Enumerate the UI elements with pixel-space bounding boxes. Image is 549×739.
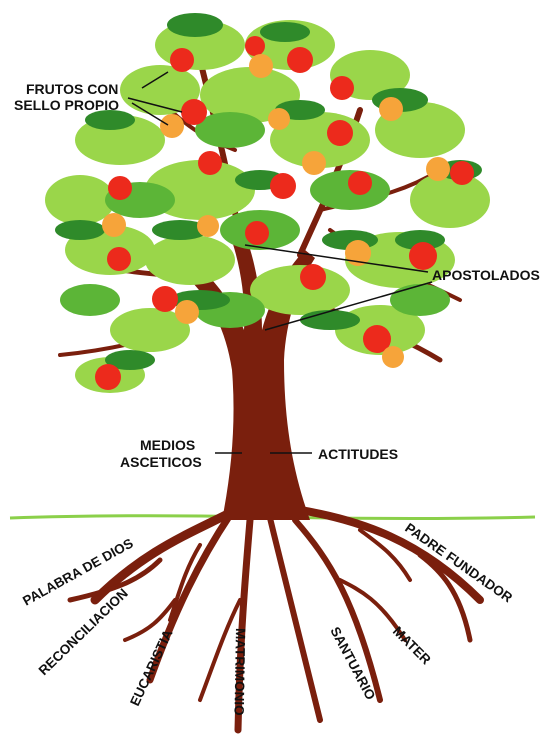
label-medios-line1: MEDIOS bbox=[140, 437, 195, 453]
label-apostolados: APOSTOLADOS bbox=[432, 267, 540, 283]
root-labels: PALABRA DE DIOS RECONCILIACION EUCARISTI… bbox=[20, 520, 515, 716]
root-label-eucaristia: EUCARISTIA bbox=[127, 627, 176, 708]
label-actitudes: ACTITUDES bbox=[318, 446, 398, 462]
root-label-padre: PADRE FUNDADOR bbox=[402, 520, 515, 605]
label-fruits-line2: SELLO PROPIO bbox=[14, 97, 119, 113]
root-label-mater: MATER bbox=[390, 624, 434, 668]
label-medios-line2: ASCETICOS bbox=[120, 454, 202, 470]
label-fruits-line1: FRUTOS CON bbox=[26, 81, 118, 97]
root-label-matrimonio: MATRIMONIO bbox=[231, 628, 248, 716]
